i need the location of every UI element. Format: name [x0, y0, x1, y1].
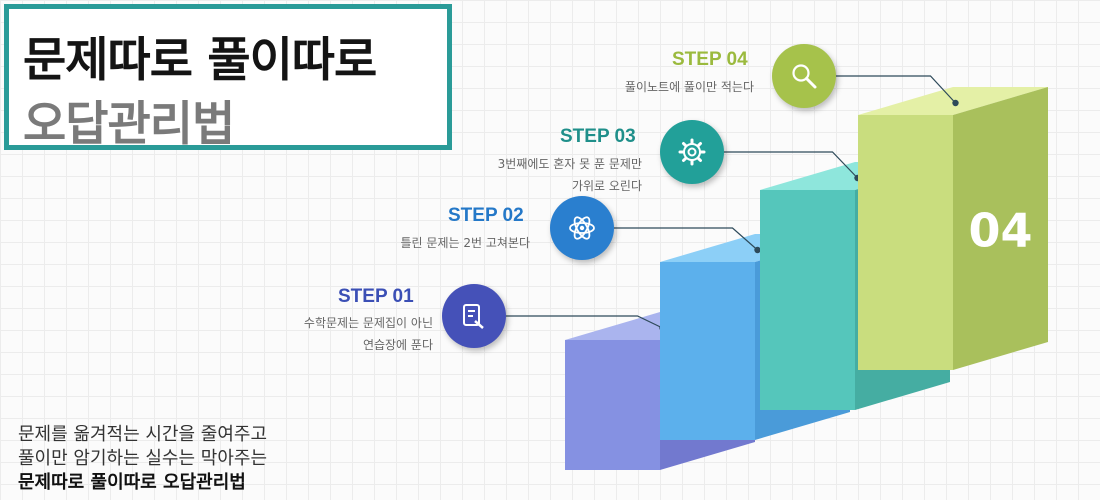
step-4-description: 풀이노트에 풀이만 적는다: [625, 76, 754, 98]
step-number-4: 04: [968, 204, 1032, 258]
step-1-desc-line2: 연습장에 푼다: [362, 338, 433, 352]
page-title: 문제따로 풀이따로: [23, 33, 377, 88]
search-icon: [792, 64, 817, 89]
gear-icon: [678, 138, 706, 166]
atom-icon: [569, 216, 595, 240]
stair-front-face-4: [858, 115, 953, 370]
connector-line-1: [506, 315, 663, 329]
step-3-icon-circle: [660, 120, 724, 184]
step-1-icon-circle: [442, 284, 506, 348]
caption-line-1: 문제를 옮겨적는 시간을 줄여주고: [18, 424, 268, 445]
step-2-desc-line1: 틀린 문제는 2번 고쳐본다: [400, 236, 530, 250]
step-1-description: 수학문제는 문제집이 아닌 연습장에 푼다: [304, 312, 433, 356]
document-pen-icon: [463, 304, 484, 329]
stair-block-4: 04: [858, 87, 1048, 370]
connector-line-2: [614, 227, 758, 251]
stair-side-face-4: [953, 87, 1048, 370]
step-3-description: 3번째에도 혼자 못 푼 문제만 가위로 오린다: [498, 153, 642, 197]
step-2-description: 틀린 문제는 2번 고쳐본다: [401, 232, 530, 254]
step-1-desc-line1: 수학문제는 문제집이 아닌: [303, 316, 433, 330]
step-2-title: STEP 02: [448, 205, 524, 226]
step-4-icon-circle: [772, 44, 836, 108]
step-2-icon-circle: [550, 196, 614, 260]
title-box: 문제따로 풀이따로 오답관리법: [4, 4, 452, 152]
step-3-desc-line1: 3번째에도 혼자 못 푼 문제만: [497, 157, 642, 171]
step-3-title: STEP 03: [560, 126, 636, 147]
step-4-title: STEP 04: [672, 49, 748, 70]
connector-line-3: [724, 151, 858, 179]
stair-front-face-1: [565, 340, 660, 470]
step-4-desc-line1: 풀이노트에 풀이만 적는다: [624, 80, 754, 94]
page-subtitle: 오답관리법: [23, 97, 235, 152]
connector-line-4: [836, 75, 956, 104]
caption-line-2: 풀이만 암기하는 실수는 막아주는: [18, 448, 268, 469]
stair-front-face-2: [660, 262, 755, 440]
connector-dot-4: [952, 99, 959, 107]
stair-front-face-3: [760, 190, 855, 410]
step-3-desc-line2: 가위로 오린다: [571, 179, 642, 193]
caption-line-3: 문제따로 풀이따로 오답관리법: [18, 472, 246, 493]
step-1-title: STEP 01: [338, 286, 414, 307]
connector-dot-2: [754, 246, 761, 254]
